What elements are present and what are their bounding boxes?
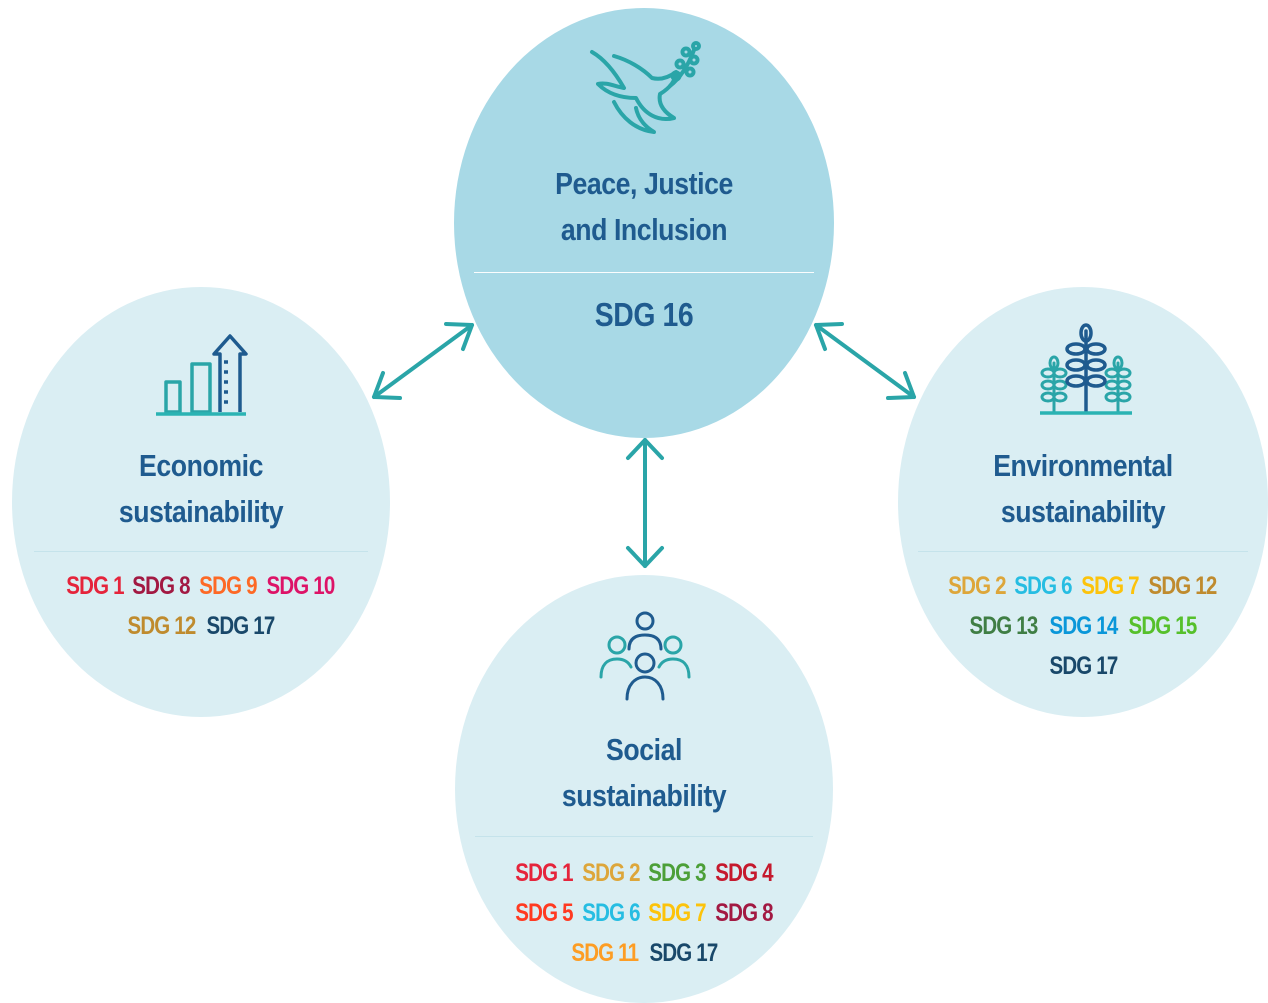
economic-sdg-row: SDG 1 SDG 8 SDG 9 SDG 10 <box>12 566 390 606</box>
economic-divider <box>34 551 368 552</box>
environmental-sdg-row: SDG 2 SDG 6 SDG 7 SDG 12 <box>898 566 1268 606</box>
sdg-tag: SDG 13 <box>969 612 1039 640</box>
sdg-tag: SDG 1 <box>515 859 574 887</box>
social-sdg-row: SDG 11 SDG 17 <box>455 933 833 973</box>
sdg-tag: SDG 1 <box>66 572 124 600</box>
sdg-tag: SDG 11 <box>570 939 639 967</box>
sdg-tag: SDG 3 <box>648 859 707 887</box>
environmental-sdg-row: SDG 17 <box>898 646 1268 686</box>
sdg-tag: SDG 17 <box>206 612 276 640</box>
social-title: Social sustainability <box>561 732 727 813</box>
arrow-center-environmental <box>814 322 916 400</box>
arrow-center-economic <box>372 322 474 400</box>
sdg-tag: SDG 4 <box>715 859 773 887</box>
arrow-center-social <box>626 438 664 568</box>
environmental-divider <box>918 551 1248 552</box>
sdg-tag: SDG 8 <box>715 899 773 927</box>
environmental-circle: Environmental sustainability SDG 2 SDG 6… <box>898 287 1268 717</box>
social-sdg-row: SDG 1 SDG 2 SDG 3 SDG 4 <box>455 853 833 893</box>
center-divider <box>474 272 814 273</box>
social-circle: Social sustainability SDG 1 SDG 2 SDG 3 … <box>455 575 833 1003</box>
economic-title: Economic sustainability <box>118 448 284 529</box>
social-divider <box>475 836 813 837</box>
sdg-tag: SDG 7 <box>1081 572 1139 600</box>
sdg-tag: SDG 12 <box>127 612 196 640</box>
bar-growth-icon <box>156 334 248 416</box>
people-icon <box>599 611 691 701</box>
sdg-tag: SDG 10 <box>266 572 336 600</box>
sdg-tag: SDG 2 <box>582 859 640 887</box>
social-sdg-row: SDG 5 SDG 6 SDG 7 SDG 8 <box>455 893 833 933</box>
economic-sdg-row: SDG 12 SDG 17 <box>12 606 390 646</box>
sdg-tag: SDG 6 <box>582 899 640 927</box>
sdg-tag: SDG 8 <box>132 572 191 600</box>
center-circle: Peace, Justice and Inclusion SDG 16 <box>454 8 834 438</box>
sdg-tag: SDG 9 <box>199 572 257 600</box>
trees-icon <box>1040 323 1132 415</box>
sdg16-label: SDG 16 <box>594 296 694 333</box>
sdg-tag: SDG 6 <box>1014 572 1073 600</box>
sdg-tag: SDG 12 <box>1148 572 1218 600</box>
sdg-tag: SDG 17 <box>648 939 718 967</box>
sdg-tag: SDG 14 <box>1048 612 1118 640</box>
economic-circle: Economic sustainability SDG 1 SDG 8 SDG … <box>12 287 390 717</box>
center-title: Peace, Justice and Inclusion <box>555 166 733 247</box>
sdg-tag: SDG 17 <box>1048 652 1118 680</box>
dove-icon <box>590 41 701 134</box>
environmental-title: Environmental sustainability <box>993 448 1173 529</box>
sdg-tag: SDG 15 <box>1128 612 1197 640</box>
sdg-tag: SDG 7 <box>648 899 707 927</box>
environmental-sdg-row: SDG 13 SDG 14 SDG 15 <box>898 606 1268 646</box>
sdg-tag: SDG 2 <box>948 572 1006 600</box>
sdg-tag: SDG 5 <box>515 899 574 927</box>
